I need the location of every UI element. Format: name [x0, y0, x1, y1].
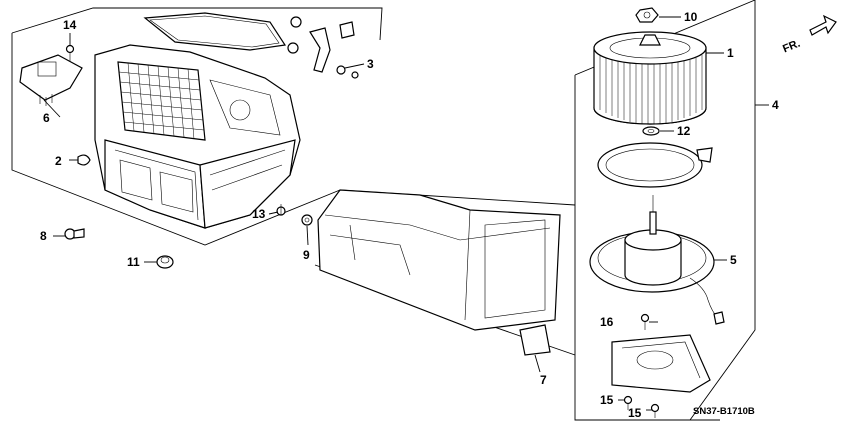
blower-resistor — [19, 54, 83, 106]
washer-12 — [642, 126, 660, 136]
callout-15b: 15 — [628, 406, 642, 420]
callout-labels: 10 1 4 12 5 16 15 15 3 14 6 2 8 11 13 9 … — [40, 10, 779, 420]
diagram-code: SN37-B1710B — [693, 406, 755, 417]
callout-13: 13 — [252, 207, 266, 221]
callout-5: 5 — [730, 253, 737, 267]
screw-13 — [276, 204, 286, 216]
blower-case-group-outline — [11, 7, 383, 246]
blower-case — [94, 12, 301, 229]
screw-14 — [65, 44, 75, 62]
motor-cover — [611, 334, 711, 393]
callout-14: 14 — [63, 18, 77, 32]
motor-seal-ring — [597, 142, 713, 188]
callout-6: 6 — [43, 111, 50, 125]
callout-8: 8 — [40, 229, 47, 243]
callout-3: 3 — [367, 57, 374, 71]
linkage-bracket — [287, 16, 355, 73]
front-indicator-label: FR. — [781, 38, 802, 56]
callout-4: 4 — [772, 98, 779, 112]
callout-10: 10 — [684, 10, 698, 24]
screw-15b — [650, 403, 660, 418]
callout-2: 2 — [55, 154, 62, 168]
callout-9: 9 — [303, 248, 310, 262]
grommet-11 — [156, 255, 174, 269]
callout-7: 7 — [540, 373, 547, 387]
blower-fan — [593, 31, 707, 125]
clip-9 — [301, 214, 313, 226]
screw-8 — [64, 228, 85, 240]
front-arrow-icon — [809, 14, 837, 36]
callout-12: 12 — [677, 124, 691, 138]
leader-lines — [43, 16, 769, 411]
callout-1: 1 — [727, 46, 734, 60]
callout-15a: 15 — [600, 393, 614, 407]
clip-2 — [77, 154, 91, 166]
blower-motor — [589, 195, 725, 325]
air-duct — [317, 189, 561, 356]
callout-11: 11 — [127, 255, 140, 269]
screw-16 — [640, 313, 650, 330]
callout-16: 16 — [600, 315, 614, 329]
nut-10 — [635, 7, 659, 23]
nut-3 — [336, 65, 359, 79]
